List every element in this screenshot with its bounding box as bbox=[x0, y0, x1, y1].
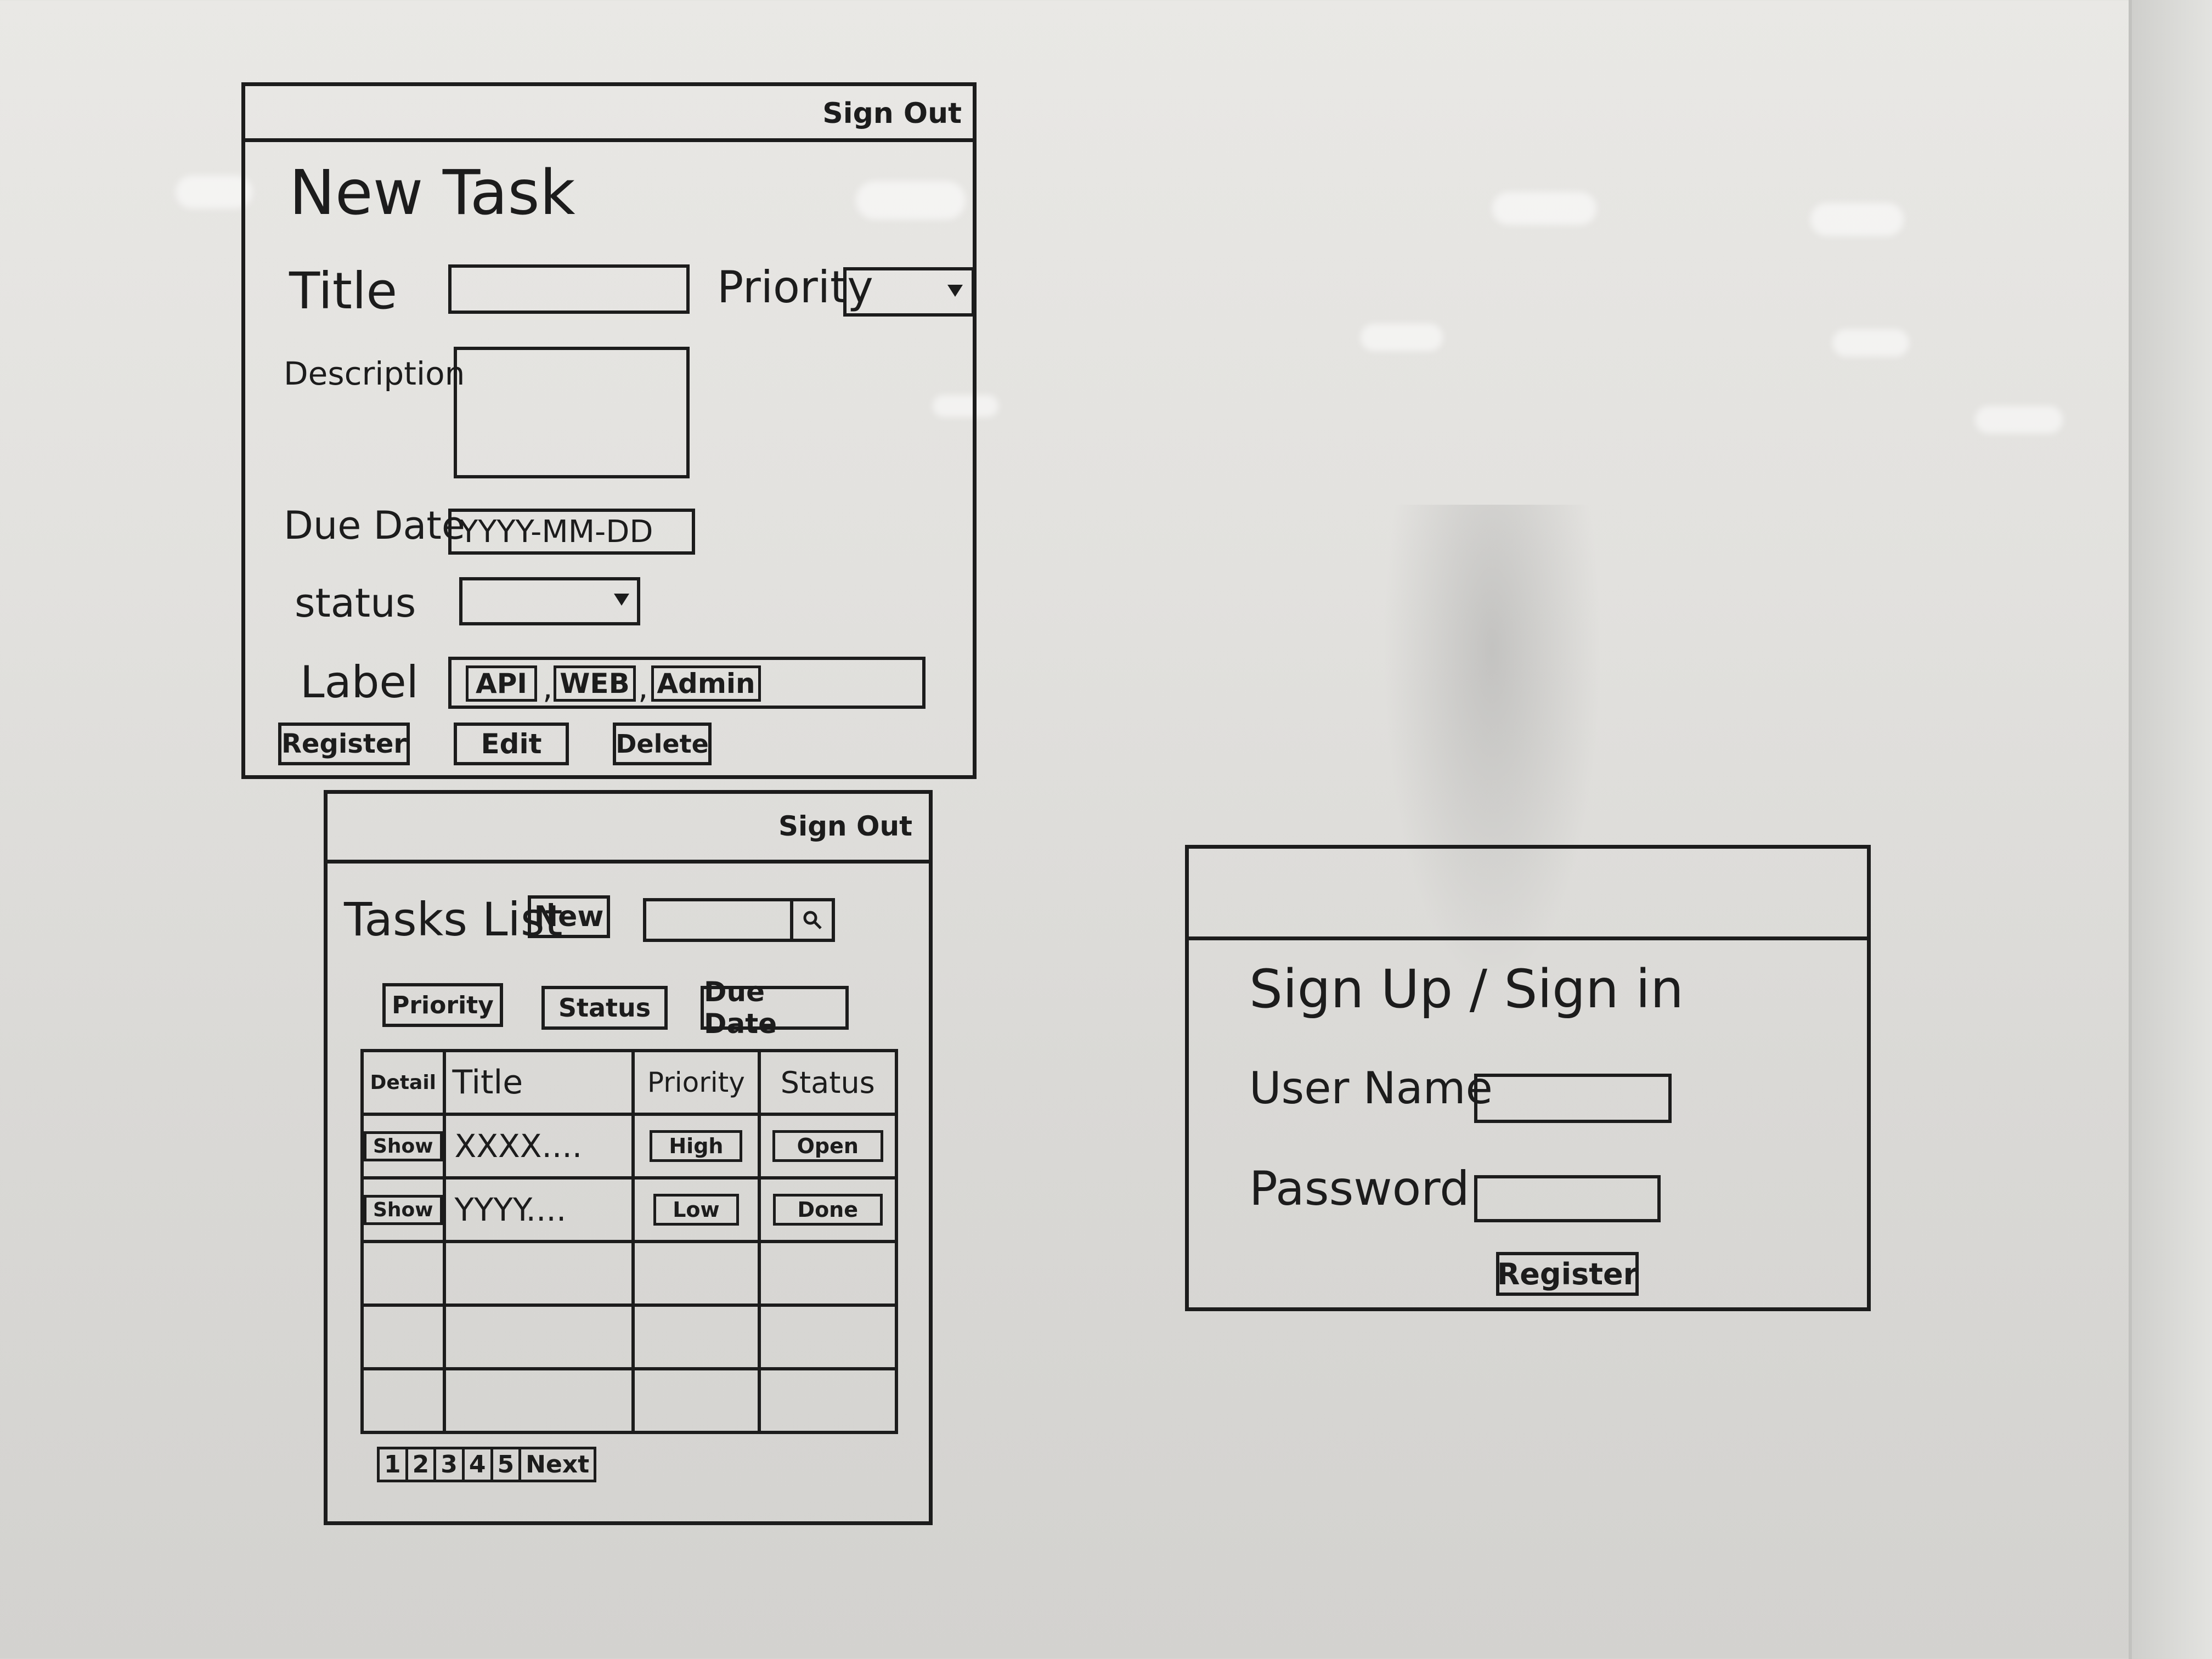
page-link[interactable]: 5 bbox=[493, 1449, 522, 1480]
sign-out-link[interactable]: Sign Out bbox=[778, 810, 912, 842]
ceiling-light-reflection bbox=[1832, 329, 1909, 357]
due-date-placeholder: YYYY-MM-DD bbox=[459, 514, 653, 550]
due-date-input[interactable]: YYYY-MM-DD bbox=[448, 509, 695, 555]
description-textarea[interactable] bbox=[454, 347, 690, 478]
task-title-cell: XXXX.... bbox=[442, 1113, 635, 1180]
new-task-header-bar bbox=[245, 86, 973, 142]
ceiling-light-reflection bbox=[1361, 324, 1443, 351]
column-header-status: Status bbox=[757, 1049, 899, 1116]
chevron-down-icon bbox=[947, 285, 963, 297]
description-label: Description bbox=[284, 355, 465, 392]
search-icon[interactable] bbox=[790, 901, 832, 939]
table-row bbox=[360, 1240, 899, 1307]
search-input[interactable] bbox=[643, 898, 835, 942]
register-button[interactable]: Register bbox=[278, 723, 410, 765]
page-link[interactable]: 3 bbox=[436, 1449, 465, 1480]
reflection-silhouette bbox=[1383, 505, 1602, 988]
sort-status-button[interactable]: Status bbox=[541, 986, 668, 1030]
task-title-cell: YYYY.... bbox=[442, 1176, 635, 1243]
column-header-title: Title bbox=[442, 1049, 635, 1116]
title-input[interactable] bbox=[448, 264, 690, 314]
page-link[interactable]: 1 bbox=[380, 1449, 408, 1480]
due-date-label: Due Date bbox=[284, 503, 465, 548]
tag-chip[interactable]: API bbox=[466, 665, 537, 702]
table-header-row: Detail Title Priority Status bbox=[360, 1049, 899, 1116]
label-input[interactable]: API , WEB , Admin bbox=[448, 657, 926, 709]
pagination: 1 2 3 4 5 Next bbox=[377, 1447, 597, 1482]
status-select[interactable] bbox=[459, 577, 640, 625]
show-detail-button[interactable]: Show bbox=[364, 1194, 443, 1225]
table-row bbox=[360, 1367, 899, 1434]
status-badge: Open bbox=[772, 1130, 883, 1162]
tag-separator: , bbox=[543, 669, 553, 706]
ceiling-light-reflection bbox=[176, 176, 252, 208]
label-label: Label bbox=[300, 657, 419, 708]
sort-priority-button[interactable]: Priority bbox=[382, 983, 503, 1027]
ceiling-light-reflection bbox=[933, 395, 998, 417]
auth-header-bar bbox=[1189, 849, 1867, 940]
page-title: New Task bbox=[289, 157, 575, 229]
column-header-priority: Priority bbox=[631, 1049, 761, 1116]
show-detail-button[interactable]: Show bbox=[364, 1131, 443, 1161]
page-link[interactable]: 4 bbox=[465, 1449, 493, 1480]
edit-button[interactable]: Edit bbox=[454, 723, 569, 765]
password-label: Password bbox=[1249, 1161, 1470, 1216]
password-input[interactable] bbox=[1474, 1175, 1661, 1222]
page-link[interactable]: 2 bbox=[408, 1449, 437, 1480]
tasks-list-window: Sign Out Tasks List New Priority Status … bbox=[324, 790, 933, 1525]
tasks-table: Detail Title Priority Status Show XXXX..… bbox=[360, 1049, 899, 1434]
new-task-button[interactable]: New bbox=[528, 895, 610, 938]
priority-badge: High bbox=[650, 1130, 743, 1162]
delete-button[interactable]: Delete bbox=[613, 723, 712, 765]
username-input[interactable] bbox=[1474, 1074, 1672, 1123]
tasks-list-header-bar bbox=[328, 794, 929, 864]
page-title: Sign Up / Sign in bbox=[1249, 958, 1684, 1020]
table-row bbox=[360, 1304, 899, 1370]
priority-badge: Low bbox=[653, 1194, 739, 1226]
ceiling-light-reflection bbox=[1492, 192, 1596, 225]
sign-out-link[interactable]: Sign Out bbox=[822, 97, 962, 130]
page-title: Tasks List bbox=[344, 893, 563, 946]
ceiling-light-reflection bbox=[1810, 203, 1904, 236]
new-task-window: Sign Out New Task Title Priority Descrip… bbox=[241, 82, 977, 779]
status-label: status bbox=[295, 580, 416, 626]
tag-chip[interactable]: Admin bbox=[651, 665, 761, 702]
title-label: Title bbox=[289, 262, 398, 320]
tag-chip[interactable]: WEB bbox=[554, 665, 636, 702]
table-row: Show YYYY.... Low Done bbox=[360, 1176, 899, 1243]
sort-due-date-button[interactable]: Due Date bbox=[701, 976, 849, 1040]
username-label: User Name bbox=[1249, 1063, 1493, 1114]
status-badge: Done bbox=[772, 1194, 883, 1226]
column-header-detail: Detail bbox=[360, 1049, 446, 1116]
table-row: Show XXXX.... High Open bbox=[360, 1113, 899, 1180]
ceiling-light-reflection bbox=[1975, 406, 2063, 433]
whiteboard-edge bbox=[2129, 0, 2212, 1659]
next-page-link[interactable]: Next bbox=[526, 1451, 590, 1479]
register-button[interactable]: Register bbox=[1496, 1252, 1639, 1296]
priority-select[interactable] bbox=[843, 267, 975, 317]
auth-window: Sign Up / Sign in User Name Password Reg… bbox=[1185, 845, 1871, 1311]
chevron-down-icon bbox=[614, 594, 629, 606]
ceiling-light-reflection bbox=[856, 181, 966, 219]
tag-separator: , bbox=[638, 669, 648, 706]
